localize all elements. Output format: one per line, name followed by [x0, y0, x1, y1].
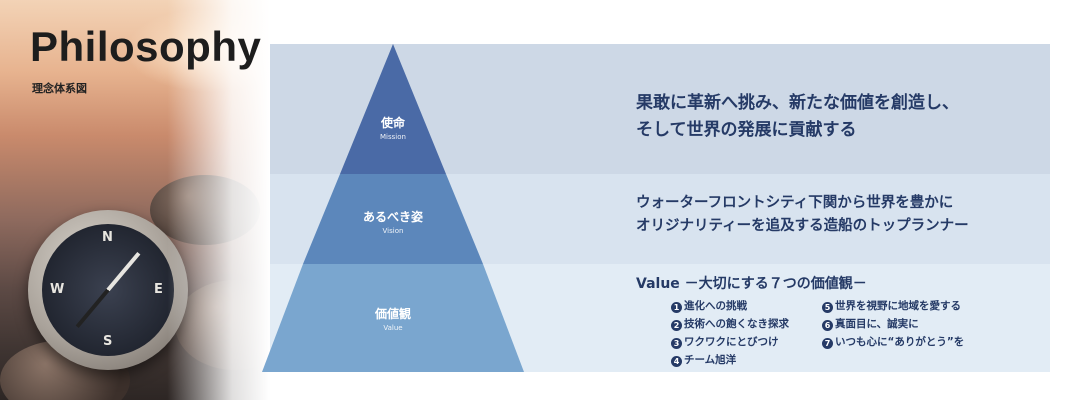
- vision-label: あるべき姿: [362, 210, 423, 224]
- value-tier-label: 価値観 Value: [333, 305, 453, 332]
- page-subtitle: 理念体系図: [32, 82, 87, 95]
- value-item-text: ワクワクにとびつけ: [684, 336, 779, 348]
- hero-photo: N E S W: [0, 0, 270, 400]
- compass-east-label: E: [154, 282, 163, 297]
- number-badge: 1: [671, 302, 682, 313]
- mission-label: 使命: [380, 116, 405, 130]
- value-item-text: 真面目に、誠実に: [835, 318, 919, 330]
- mission-line-2: そして世界の発展に貢献する: [636, 120, 857, 141]
- number-badge: 6: [822, 320, 833, 331]
- value-label: 価値観: [374, 307, 411, 321]
- pyramid-tier-vision: [303, 174, 483, 264]
- mission-statement: 果敢に革新へ挑み、新たな価値を創造し、 そして世界の発展に貢献する: [636, 90, 959, 144]
- compass-face: N E S W: [42, 224, 174, 356]
- compass-icon: N E S W: [28, 210, 188, 370]
- philosophy-pyramid: [262, 44, 524, 372]
- number-badge: 3: [671, 338, 682, 349]
- compass-needle: [75, 251, 141, 329]
- page-title: Philosophy: [30, 23, 262, 70]
- vision-line-1: ウォーターフロントシティ下関から世界を豊かに: [636, 195, 954, 211]
- value-item-text: いつも心に“ありがとう”を: [835, 336, 965, 348]
- vision-statement: ウォーターフロントシティ下関から世界を豊かに オリジナリティーを追及する造船のト…: [636, 192, 969, 238]
- value-item-text: 世界を視野に地域を愛する: [835, 300, 961, 312]
- compass-west-label: W: [50, 282, 65, 297]
- mission-line-1: 果敢に革新へ挑み、新たな価値を創造し、: [636, 93, 959, 113]
- number-badge: 5: [822, 302, 833, 313]
- value-label-en: Value: [383, 324, 403, 332]
- vision-line-2: オリジナリティーを追及する造船のトップランナー: [636, 218, 969, 235]
- rock-shape: [150, 175, 260, 245]
- mission-tier-label: 使命 Mission: [333, 114, 453, 141]
- number-badge: 2: [671, 320, 682, 331]
- value-heading: Value －大切にする７つの価値観－: [636, 276, 867, 292]
- mission-label-en: Mission: [380, 133, 406, 141]
- value-item-text: チーム旭洋: [684, 354, 737, 366]
- number-badge: 4: [671, 356, 682, 367]
- compass-south-label: S: [103, 334, 113, 349]
- vision-tier-label: あるべき姿 Vision: [333, 208, 453, 235]
- value-item-text: 技術への飽くなき探求: [684, 318, 789, 330]
- pyramid-tier-value: [262, 264, 524, 372]
- value-item-text: 進化への挑戦: [684, 300, 747, 312]
- vision-label-en: Vision: [382, 227, 404, 235]
- rock-shape: [0, 340, 130, 400]
- pyramid-tier-mission: [340, 44, 446, 174]
- number-badge: 7: [822, 338, 833, 349]
- compass-north-label: N: [102, 230, 113, 245]
- rock-shape: [175, 280, 270, 370]
